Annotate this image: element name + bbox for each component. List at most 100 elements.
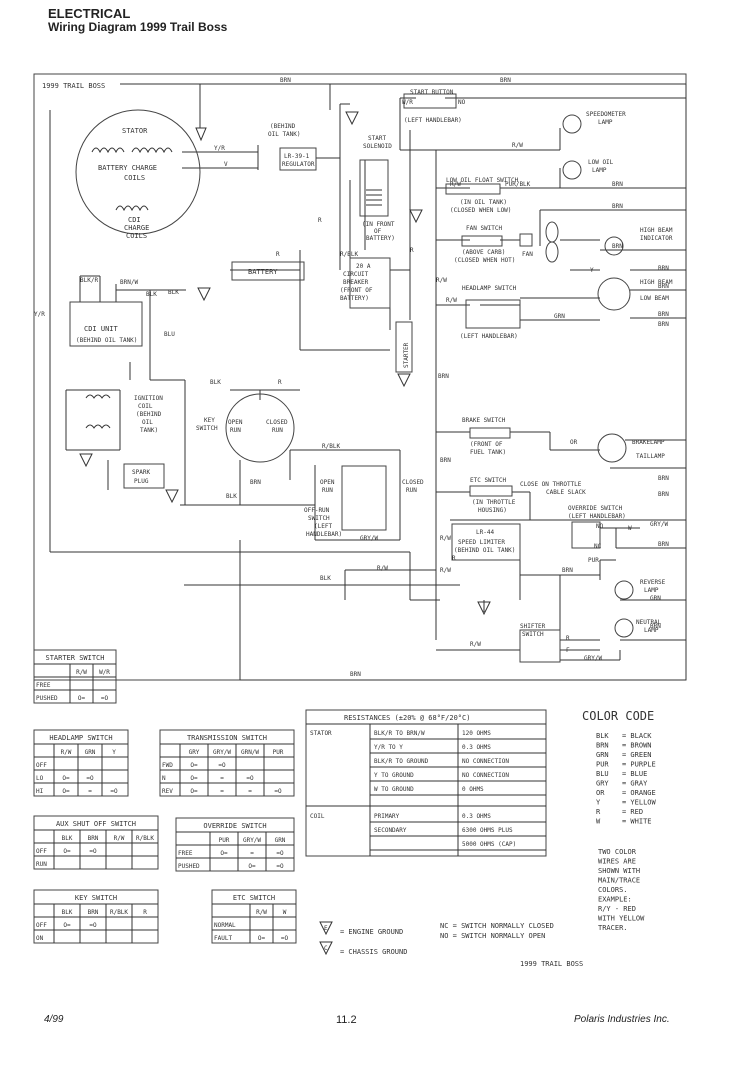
offrun-2: SWITCH	[308, 515, 330, 522]
lowoil-label-2: LAMP	[592, 167, 607, 174]
table-row-label: HI	[36, 788, 44, 795]
table-row-label: OFF	[36, 922, 47, 929]
footer-page: 11.2	[336, 1014, 357, 1026]
table-title: AUX SHUT OFF SWITCH	[56, 820, 136, 828]
ignition-coil-4: OIL	[142, 419, 153, 426]
resistance-value: 6300 OHMS PLUS	[462, 827, 513, 834]
table-row-label: NORMAL	[214, 922, 236, 929]
color-code-note: WITH YELLOW	[598, 915, 645, 923]
color-code-abbr: R	[596, 808, 601, 816]
key-run2: RUN	[272, 427, 283, 434]
regulator-location-2: OIL TANK)	[268, 131, 301, 138]
color-code-note: SHOWN WITH	[598, 867, 640, 875]
chassis-ground-label: = CHASSIS GROUND	[340, 948, 407, 956]
no-note: NO = SWITCH NORMALLY OPEN	[440, 932, 545, 940]
color-code-name: = YELLOW	[622, 799, 657, 807]
table-row-label: OFF	[36, 762, 47, 769]
headlamp-sw-label: HEADLAMP SWITCH	[462, 285, 517, 292]
wire-label: BLU	[164, 331, 175, 338]
wire-label: BRN	[440, 457, 451, 464]
wire-label: R	[278, 379, 282, 386]
wire-label: W/R	[402, 99, 413, 106]
reverse-label-1: REVERSE	[640, 579, 666, 586]
wire-label: BLK	[146, 291, 157, 298]
neutral-label-2: LAMP	[644, 627, 659, 634]
resistances-table	[305, 709, 547, 857]
brakelamp-label: BRAKELAMP	[632, 439, 665, 446]
start-button-label: START BUTTON	[410, 89, 454, 96]
fan-motor	[519, 233, 533, 247]
hibeam-ind-1: HIGH BEAM	[640, 227, 673, 234]
table-row-label: PUSHED	[178, 863, 200, 870]
lowfloat-3: (CLOSED WHEN LOW)	[450, 207, 511, 214]
solenoid-label-1: START	[368, 135, 386, 142]
color-code-name: = RED	[622, 808, 643, 816]
wire-label: Y/R	[34, 311, 45, 318]
table-col-header: R/W	[256, 909, 267, 916]
wire-label: V	[224, 161, 228, 168]
key-run: RUN	[230, 427, 241, 434]
lowfloat-1: LOW OIL FLOAT SWITCH	[446, 177, 519, 184]
spark-plug	[123, 463, 165, 489]
color-code-name: = GREEN	[622, 751, 652, 759]
cdi-charge-label: CDI	[128, 216, 141, 224]
table-cell: O=	[190, 775, 198, 782]
engine-ground-label: = ENGINE GROUND	[340, 928, 403, 936]
color-code-name: = BLUE	[622, 770, 647, 778]
wire-label: BRN	[280, 77, 291, 84]
color-code-abbr: W	[596, 818, 601, 826]
resistance-value: 0 OHMS	[462, 786, 484, 793]
resistance-test: BLK/R TO BRN/W	[374, 730, 425, 737]
table-title: ETC SWITCH	[233, 894, 275, 902]
wire-label: GRY/W	[584, 655, 602, 662]
bottom-caption: 1999 TRAIL BOSS	[520, 960, 583, 968]
charge-label: CHARGE	[124, 224, 149, 232]
color-code-name: = GRAY	[622, 780, 648, 788]
table-cell: =	[220, 775, 224, 782]
resistance-test: BLK/R TO GROUND	[374, 758, 429, 765]
etc-switch	[469, 485, 513, 497]
offrun-open: OPEN	[320, 479, 335, 486]
key-switch-label-1: KEY	[204, 417, 215, 424]
lowoil-label-1: LOW OIL	[588, 159, 614, 166]
wire-label: PUR/BLK	[505, 181, 531, 188]
high-beam-indicator	[604, 236, 624, 256]
resistances-title: RESISTANCES (±20% @ 68°F/20°C)	[344, 714, 470, 722]
table-col-header: Y	[112, 749, 116, 756]
color-code-note: TWO COLOR	[598, 848, 637, 856]
table-row-label: OFF	[36, 848, 47, 855]
color-code-abbr: OR	[596, 789, 605, 797]
wire-label: PUR	[588, 557, 599, 564]
wire-label: BLK	[168, 289, 179, 296]
table-title: TRANSMISSION SWITCH	[187, 734, 267, 742]
table-cell: =O	[276, 850, 284, 857]
color-code-name: = BLACK	[622, 732, 652, 740]
table-cell: =O	[218, 762, 226, 769]
table-title: STARTER SWITCH	[45, 654, 104, 662]
wire-label: BRN	[350, 671, 361, 678]
table-row-label: FWD	[162, 762, 173, 769]
table-col-header: BLK	[62, 835, 73, 842]
wire-label: BRN	[658, 491, 669, 498]
section-heading: ELECTRICAL	[48, 6, 131, 21]
solenoid-loc-2: OF	[374, 228, 382, 235]
wire-label: GRY/W	[360, 535, 378, 542]
table-col-header: GRN/W	[241, 749, 259, 756]
table-row-label: PUSHED	[36, 695, 58, 702]
lowfloat-2: (IN OIL TANK)	[460, 199, 507, 206]
wire-label: BLK	[210, 379, 221, 386]
frame-title: 1999 TRAIL BOSS	[42, 82, 105, 90]
resistance-test: W TO GROUND	[374, 786, 414, 793]
resistance-value: 0.3 OHMS	[462, 744, 491, 751]
resistance-value: NO CONNECTION	[462, 772, 509, 779]
starter-motor	[395, 321, 413, 373]
solenoid-loc-3: BATTERY)	[366, 235, 395, 242]
table-cell: =O	[86, 775, 94, 782]
nc-label: NC	[594, 543, 602, 550]
table-cell: O=	[248, 863, 256, 870]
color-code-note: WIRES ARE	[598, 858, 636, 866]
